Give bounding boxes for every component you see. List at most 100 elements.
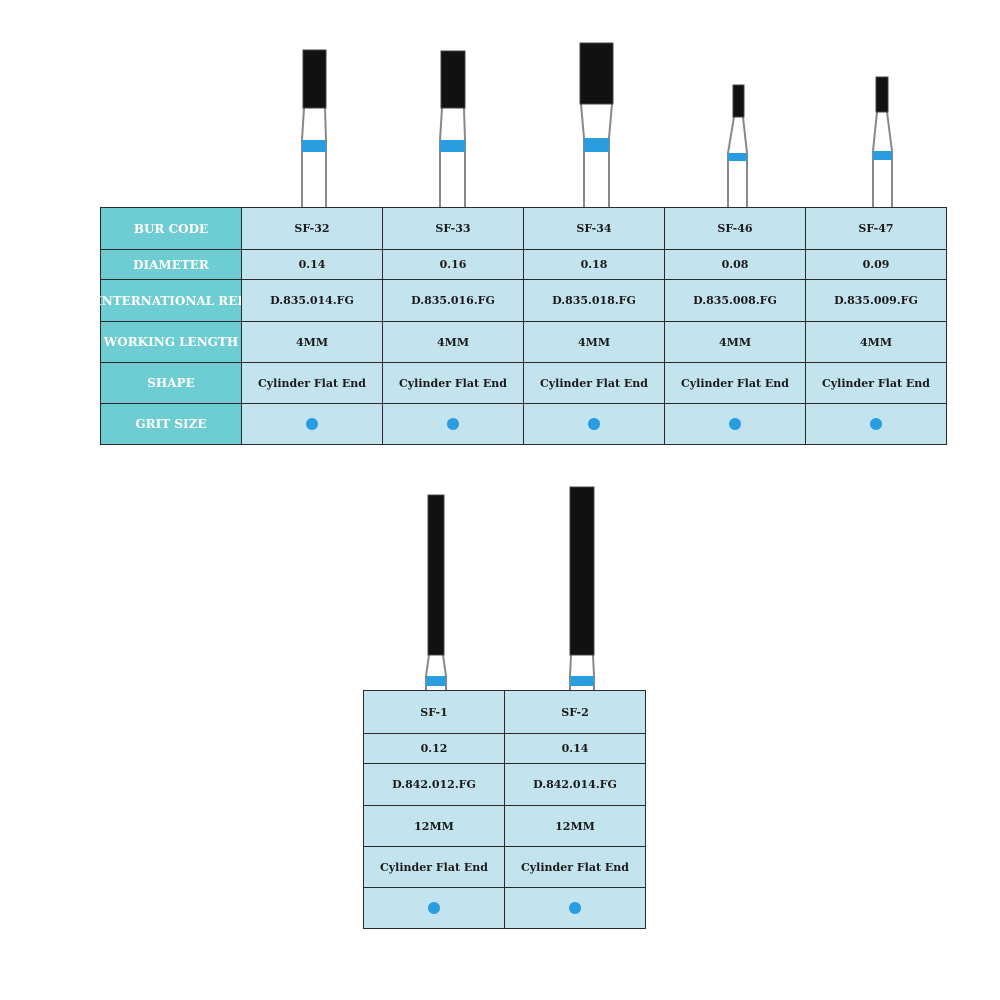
cell-diameter: 0.18	[523, 249, 665, 280]
bur-neck	[592, 654, 595, 677]
cell-grit	[504, 887, 646, 929]
cell-length: 12MM	[363, 805, 505, 847]
bur-grit-band	[728, 153, 747, 161]
bur-neck	[886, 111, 893, 152]
row-label-grit-text: GRIT SIZE	[135, 417, 207, 431]
bur-head	[732, 84, 745, 118]
bur-grit-band	[426, 676, 446, 686]
cell-ref-text: D.842.014.FG	[533, 778, 617, 791]
bur-grit-band	[440, 140, 465, 152]
row-label-ref: INTERNATIONAL REF	[96, 279, 246, 322]
cell-grit	[523, 403, 665, 445]
cell-shape-text: Cylinder Flat End	[681, 376, 789, 390]
bur-neck	[425, 654, 430, 677]
cell-ref-text: D.835.014.FG	[270, 294, 354, 307]
row-label-length-text: WORKING LENGTH	[103, 335, 239, 349]
bur-neck	[608, 103, 613, 139]
bur-head	[427, 494, 445, 656]
row-label-diameter: DIAMETER	[100, 249, 242, 280]
cell-code-text: SF-1	[420, 705, 448, 719]
row-label-shape-text: SHAPE	[147, 376, 195, 390]
grit-dot-icon	[306, 418, 318, 430]
cell-ref: D.835.009.FG	[805, 279, 947, 322]
cell-shape-text: Cylinder Flat End	[258, 376, 366, 390]
cell-ref: D.842.014.FG	[504, 763, 646, 806]
grit-dot-icon	[569, 902, 581, 914]
cell-shape: Cylinder Flat End	[805, 362, 947, 404]
bur-grit-band	[302, 140, 326, 152]
cell-code-text: SF-2	[561, 705, 589, 719]
cell-shape: Cylinder Flat End	[241, 362, 383, 404]
cell-shape-text: Cylinder Flat End	[540, 376, 648, 390]
cell-length-text: 12MM	[555, 819, 595, 833]
cell-shape: Cylinder Flat End	[664, 362, 806, 404]
grit-dot-icon	[588, 418, 600, 430]
cell-code: SF-34	[523, 207, 665, 250]
cell-ref: D.835.018.FG	[523, 279, 665, 322]
cell-length-text: 4MM	[577, 335, 610, 349]
cell-length-text: 12MM	[414, 819, 454, 833]
cell-ref-text: D.835.018.FG	[552, 294, 636, 307]
cell-ref: D.835.008.FG	[664, 279, 806, 322]
cell-shape-text: Cylinder Flat End	[399, 376, 507, 390]
cell-diameter: 0.14	[241, 249, 383, 280]
cell-code: SF-47	[805, 207, 947, 250]
cell-diameter-text: 0.09	[862, 258, 890, 271]
bur-neck	[569, 654, 572, 677]
cell-length: 12MM	[504, 805, 646, 847]
cell-diameter-text: 0.14	[298, 258, 326, 271]
bur-neck	[442, 654, 447, 677]
grit-dot-icon	[428, 902, 440, 914]
cell-grit	[241, 403, 383, 445]
bur-head	[875, 76, 889, 113]
cell-length-text: 4MM	[295, 335, 328, 349]
cell-diameter: 0.14	[504, 733, 646, 764]
cell-code: SF-1	[363, 690, 505, 734]
bur-neck	[727, 116, 735, 154]
row-label-diameter-text: DIAMETER	[133, 257, 209, 272]
bur-neck	[872, 111, 878, 152]
grit-dot-icon	[729, 418, 741, 430]
cell-shape-text: Cylinder Flat End	[380, 860, 488, 874]
cell-code-text: SF-33	[435, 222, 471, 235]
bur-grit-band	[873, 151, 892, 160]
bur-neck	[580, 103, 585, 139]
bur-head	[440, 50, 466, 109]
cell-shape: Cylinder Flat End	[504, 846, 646, 888]
bur-neck	[742, 116, 748, 154]
row-label-length: WORKING LENGTH	[100, 321, 242, 363]
bur-neck	[463, 107, 466, 141]
cell-ref: D.842.012.FG	[363, 763, 505, 806]
cell-length: 4MM	[523, 321, 665, 363]
row-label-code-text: BUR CODE	[133, 221, 209, 236]
cell-diameter: 0.12	[363, 733, 505, 764]
cell-diameter: 0.09	[805, 249, 947, 280]
row-label-shape: SHAPE	[100, 362, 242, 404]
cell-code: SF-46	[664, 207, 806, 250]
cell-shape: Cylinder Flat End	[523, 362, 665, 404]
cell-grit	[363, 887, 505, 929]
cell-grit	[382, 403, 524, 445]
cell-diameter-text: 0.12	[420, 742, 448, 755]
bur-head	[579, 42, 614, 105]
grit-dot-icon	[870, 418, 882, 430]
cell-length: 4MM	[382, 321, 524, 363]
cell-diameter: 0.08	[664, 249, 806, 280]
cell-code-text: SF-46	[717, 222, 753, 235]
cell-diameter-text: 0.14	[561, 742, 589, 755]
cell-diameter-text: 0.16	[439, 258, 467, 271]
cell-ref-text: D.842.012.FG	[392, 778, 476, 791]
cell-ref-text: D.835.008.FG	[693, 294, 777, 307]
grit-dot-icon	[447, 418, 459, 430]
cell-code: SF-2	[504, 690, 646, 734]
cell-length-text: 4MM	[859, 335, 892, 349]
cell-ref: D.835.014.FG	[241, 279, 383, 322]
cell-code-text: SF-34	[576, 222, 612, 235]
cell-shape-text: Cylinder Flat End	[822, 376, 930, 390]
cell-length: 4MM	[241, 321, 383, 363]
row-label-ref-text: INTERNATIONAL REF	[96, 293, 246, 308]
bur-neck	[301, 107, 305, 141]
cell-code-text: SF-32	[294, 222, 330, 235]
cell-diameter: 0.16	[382, 249, 524, 280]
